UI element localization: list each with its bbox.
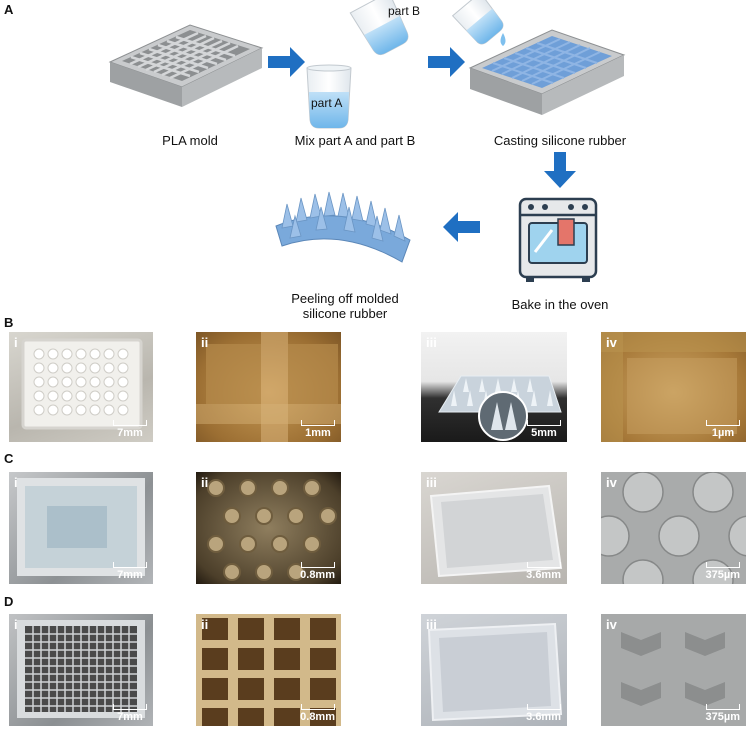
scale-bar: 7mm — [113, 704, 147, 723]
scale-bar: 5mm — [527, 420, 561, 439]
scale-bar: 375µm — [706, 704, 740, 723]
panel-label-c: C — [4, 451, 14, 466]
photo-b-iii: iii 5mm — [421, 332, 567, 442]
micrograph-c-iv: iv 375µm — [601, 472, 746, 584]
panel-number: i — [14, 617, 18, 632]
scale-bar: 7mm — [113, 420, 147, 439]
scale-bar: 0.8mm — [300, 704, 335, 723]
scale-bar: 375µm — [706, 562, 740, 581]
scale-label: 0.8mm — [300, 569, 335, 581]
drop-icon — [500, 33, 506, 46]
oven-icon — [518, 197, 598, 282]
photo-d-i: i 7mm — [9, 614, 153, 726]
step-bake-caption: Bake in the oven — [511, 297, 609, 312]
photo-b-i: i 7mm — [9, 332, 153, 442]
scale-bar: 3.6mm — [526, 562, 561, 581]
step-peel-line-2: silicone rubber — [302, 306, 388, 321]
panel-number: iv — [606, 617, 617, 632]
beaker-a-label: part A — [311, 96, 343, 110]
scale-label: 5mm — [531, 427, 557, 439]
micrograph-b-iv: iv 1µm — [601, 332, 746, 442]
process-schematic — [108, 0, 626, 282]
panel-number: ii — [201, 335, 209, 350]
step-cast-caption: Casting silicone rubber — [493, 133, 627, 148]
scale-label: 7mm — [117, 569, 143, 581]
pla-mold-icon — [108, 24, 264, 107]
scale-bar: 1mm — [301, 420, 335, 439]
scale-bar: 0.8mm — [300, 562, 335, 581]
step-peel-caption: Peeling off molded silicone rubber — [265, 291, 425, 321]
panel-number: i — [14, 335, 18, 350]
photo-d-iii: iii 3.6mm — [421, 614, 567, 726]
arrow-right-icon — [428, 47, 465, 77]
step-mix-caption: Mix part A and part B — [294, 133, 416, 148]
scale-label: 1mm — [305, 427, 331, 439]
panel-number: ii — [201, 475, 209, 490]
photo-c-i: i 7mm — [9, 472, 153, 584]
step-peel-line-1: Peeling off molded — [291, 291, 399, 306]
panel-number: iii — [426, 617, 437, 632]
scale-label: 375µm — [705, 569, 740, 581]
scale-label: 1µm — [711, 427, 735, 439]
micrograph-b-ii: ii 1mm — [196, 332, 341, 442]
cast-mold-icon — [468, 29, 626, 115]
panel-label-d: D — [4, 594, 14, 609]
scale-label: 3.6mm — [526, 711, 561, 723]
scale-label: 375µm — [705, 711, 740, 723]
beaker-part-a-icon — [306, 64, 352, 129]
panel-number: iv — [606, 335, 617, 350]
micrograph-c-ii: ii 0.8mm — [196, 472, 341, 584]
scale-bar: 7mm — [113, 562, 147, 581]
beaker-b-label: part B — [388, 4, 421, 18]
scale-label: 0.8mm — [300, 711, 335, 723]
scale-label: 3.6mm — [526, 569, 561, 581]
panel-number: iv — [606, 475, 617, 490]
step-mold-caption: PLA mold — [162, 133, 218, 148]
photo-c-iii: iii 3.6mm — [421, 472, 567, 584]
silicone-sheet-icon — [275, 191, 411, 263]
panel-number: i — [14, 475, 18, 490]
micrograph-d-ii: ii 0.8mm — [196, 614, 341, 726]
arrow-left-icon — [443, 212, 480, 242]
panel-number: iii — [426, 335, 437, 350]
beaker-part-b-icon — [349, 0, 409, 56]
panel-label-b: B — [4, 315, 14, 330]
panel-label-a: A — [4, 2, 14, 17]
scale-bar: 1µm — [706, 420, 740, 439]
arrow-down-icon — [544, 152, 576, 188]
arrow-right-icon — [268, 47, 305, 77]
panel-number: ii — [201, 617, 209, 632]
panel-number: iii — [426, 475, 437, 490]
scale-label: 7mm — [117, 427, 143, 439]
scale-bar: 3.6mm — [526, 704, 561, 723]
micrograph-d-iv: iv 375µm — [601, 614, 746, 726]
scale-label: 7mm — [117, 711, 143, 723]
pouring-beaker-icon — [451, 0, 504, 45]
